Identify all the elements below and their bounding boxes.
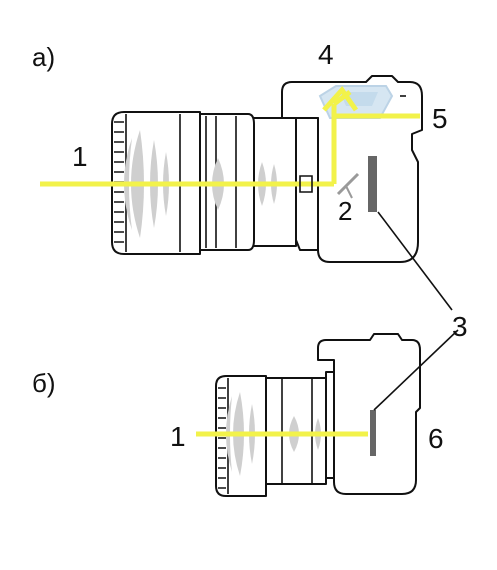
- dslr-prism-arrow: [322, 85, 359, 112]
- mirrorless-camera: [196, 333, 421, 497]
- label-2-mirror: 2: [338, 196, 352, 226]
- mirrorless-body: [317, 333, 421, 495]
- mirrorless-mount: [325, 371, 335, 479]
- label-1-lens-b: 1: [170, 421, 186, 452]
- panel-a-label: а): [32, 42, 55, 72]
- mirrorless-lens-ridges: [218, 387, 226, 489]
- dslr-sensor: [368, 156, 377, 212]
- leader-line-sensor-b: [373, 329, 459, 411]
- panel-b-label: б): [32, 368, 56, 398]
- label-6-screen: 6: [428, 423, 444, 454]
- label-3-sensor: 3: [452, 311, 468, 342]
- labels: а) б) 1 2 3 4 5 1 6: [32, 39, 468, 454]
- leader-lines: [373, 211, 459, 411]
- dslr-mirror-box: [299, 175, 313, 193]
- dslr-light-path: [40, 85, 420, 187]
- dslr-body: [281, 75, 423, 263]
- label-4-prism: 4: [318, 39, 334, 70]
- dslr-lens-ridges: [114, 121, 124, 243]
- label-1-lens-a: 1: [72, 141, 88, 172]
- mirrorless-sensor: [370, 410, 376, 456]
- leader-line-sensor-a: [377, 211, 453, 311]
- reflex-mirror-support: [345, 185, 353, 199]
- dslr-camera: [40, 75, 423, 263]
- label-5-viewfinder: 5: [432, 103, 448, 134]
- reflex-mirror: [336, 172, 360, 196]
